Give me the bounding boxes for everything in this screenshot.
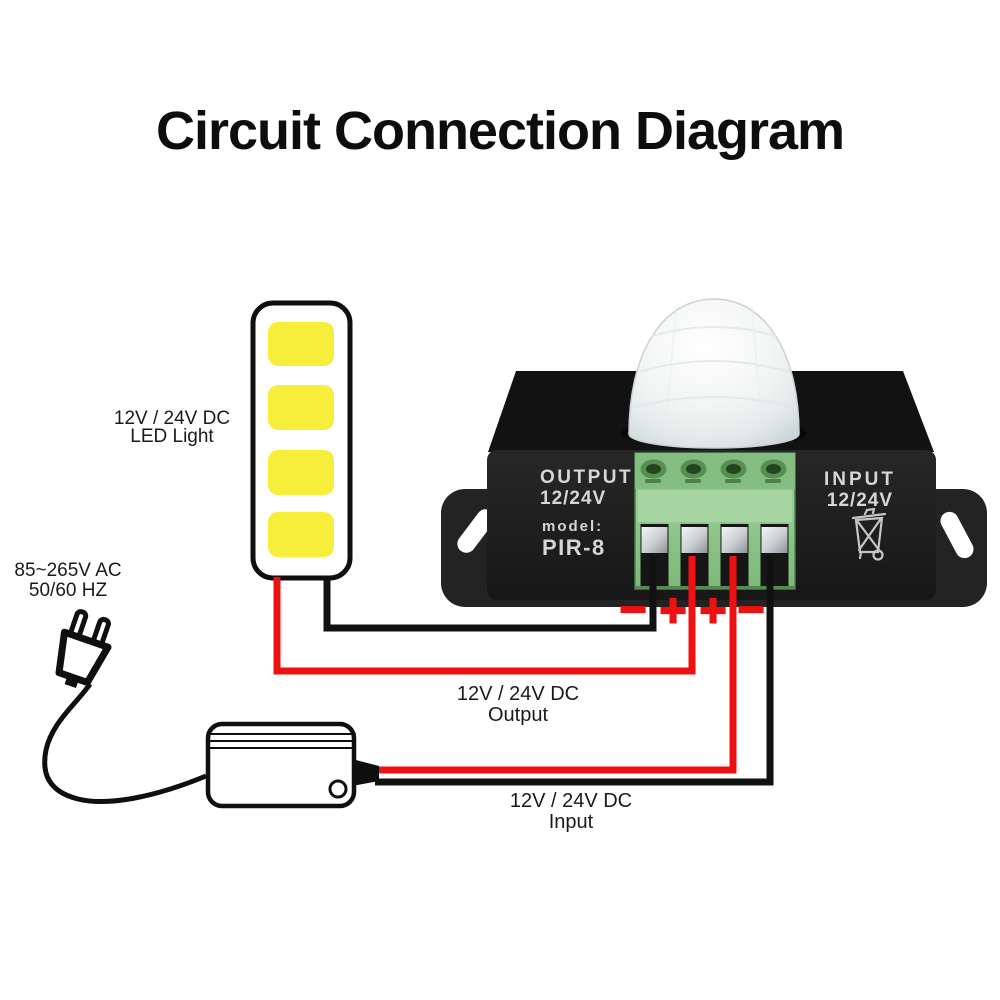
device-output-word: OUTPUT <box>540 467 634 488</box>
page-title: Circuit Connection Diagram <box>155 101 845 161</box>
device-model-word: model: <box>542 518 604 535</box>
dc-output-label: 12V / 24V DC Output <box>438 684 598 726</box>
pir-sensor-device <box>441 298 987 607</box>
led-label-line2: LED Light <box>130 426 214 447</box>
led-chip <box>268 450 334 495</box>
led-chip <box>268 322 334 366</box>
terminal-screw-holes <box>640 459 787 483</box>
ac-cable <box>42 682 207 804</box>
led-label-line1: 12V / 24V DC <box>113 408 231 429</box>
led-chip <box>268 385 334 430</box>
ac-supply-label: 85~265V AC 50/60 HZ <box>0 561 136 600</box>
device-model-number: PIR-8 <box>542 535 606 560</box>
device-output-voltage: 12/24V <box>540 488 607 509</box>
polarity-minus-input: − <box>737 583 766 635</box>
dc-output-label-line2: Output <box>487 704 549 726</box>
device-input-voltage: 12/24V <box>826 490 894 511</box>
pir-dome-icon <box>628 298 800 449</box>
led-label: 12V / 24V DC LED Light <box>88 408 256 447</box>
dc-input-label: 12V / 24V DC Input <box>491 791 651 833</box>
device-model-label: model: PIR-8 <box>542 518 606 561</box>
device-output-port-label: OUTPUT 12/24V <box>540 467 633 509</box>
polarity-minus-output: − <box>619 583 648 635</box>
adapter-indicator <box>328 779 348 799</box>
dc-input-label-line1: 12V / 24V DC <box>509 790 633 812</box>
output-positive-wire <box>273 556 696 675</box>
dc-input-label-line2: Input <box>548 811 594 833</box>
ac-label-line1: 85~265V AC <box>14 560 122 581</box>
power-adapter <box>205 721 379 809</box>
led-strip <box>250 300 353 581</box>
dc-output-label-line1: 12V / 24V DC <box>456 683 580 705</box>
right-mounting-slot <box>940 511 974 559</box>
left-mounting-slot <box>457 509 495 553</box>
ac-plug-icon <box>42 609 207 804</box>
ac-label-line2: 50/60 HZ <box>28 579 108 601</box>
device-input-port-label: INPUT 12/24V <box>812 469 908 511</box>
weee-bin-icon <box>846 507 892 569</box>
device-input-word: INPUT <box>824 469 896 490</box>
adapter-dc-connector <box>352 759 379 786</box>
polarity-plus-output: + <box>659 584 688 636</box>
input-negative-wire <box>375 556 774 786</box>
input-positive-wire <box>379 556 737 774</box>
led-chip <box>268 512 334 557</box>
output-negative-wire <box>323 556 657 632</box>
polarity-plus-input: + <box>699 584 728 636</box>
